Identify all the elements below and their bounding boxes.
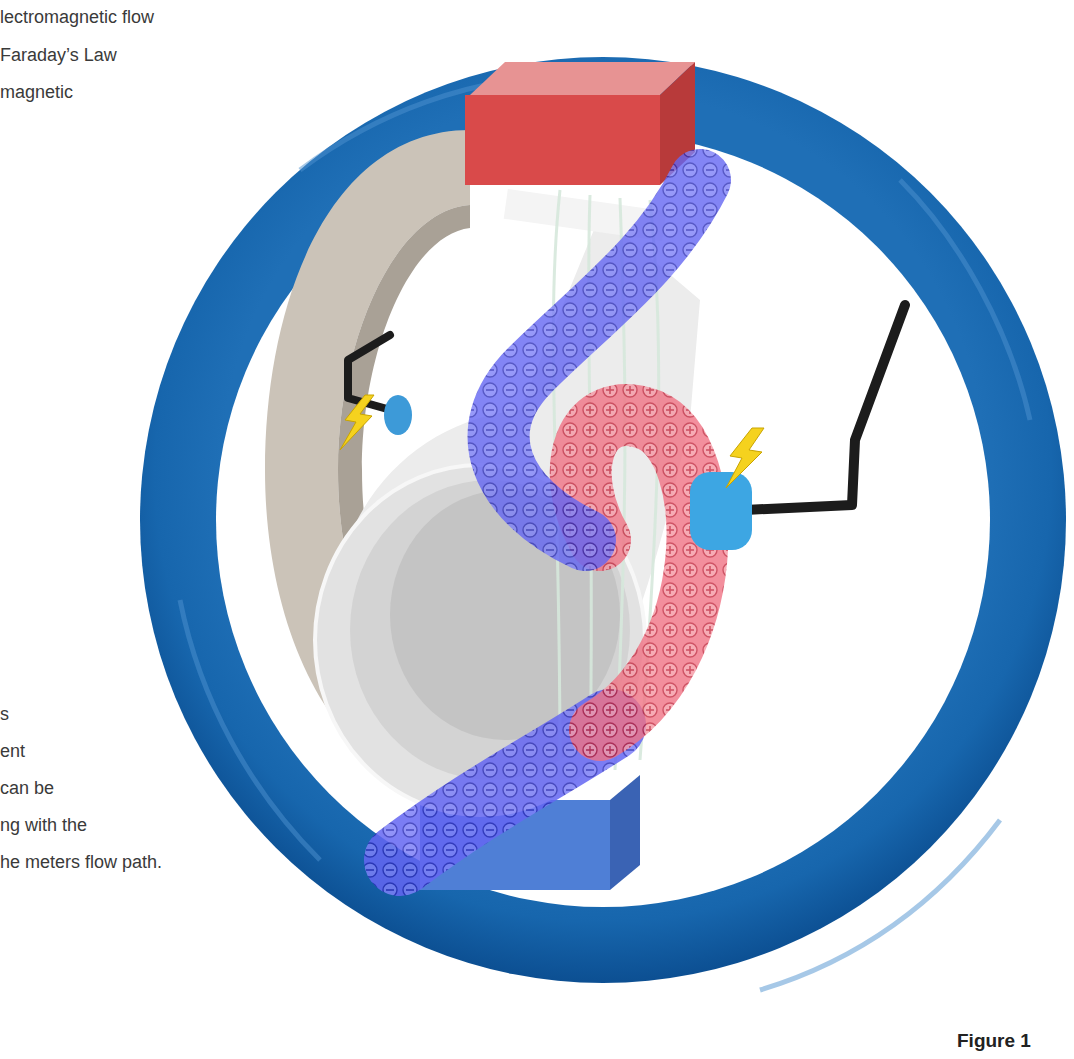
- south-pole-side: [610, 775, 640, 890]
- body-text: s: [0, 703, 9, 725]
- water-ripple: [180, 75, 1030, 990]
- body-text: lectromagnetic flow: [0, 6, 154, 28]
- figure-caption: Figure 1: [957, 1030, 1031, 1052]
- electrode-wire: [745, 305, 905, 510]
- voltage-symbol: [726, 428, 764, 488]
- electrode: [690, 472, 752, 550]
- water-ring: [140, 57, 1066, 983]
- negative-charge-band: [499, 180, 700, 540]
- body-text: can be: [0, 777, 54, 799]
- body-text: Faraday’s Law: [0, 44, 117, 66]
- north-pole: [465, 95, 660, 185]
- positive-charge-band: [581, 415, 698, 730]
- body-text: he meters flow path.: [0, 851, 162, 873]
- body-text: ent: [0, 740, 25, 762]
- north-pole-top: [470, 62, 695, 95]
- body-text: ng with the: [0, 814, 87, 836]
- voltage-symbol: [340, 395, 374, 450]
- electrode: [384, 395, 412, 435]
- body-text: magnetic: [0, 81, 73, 103]
